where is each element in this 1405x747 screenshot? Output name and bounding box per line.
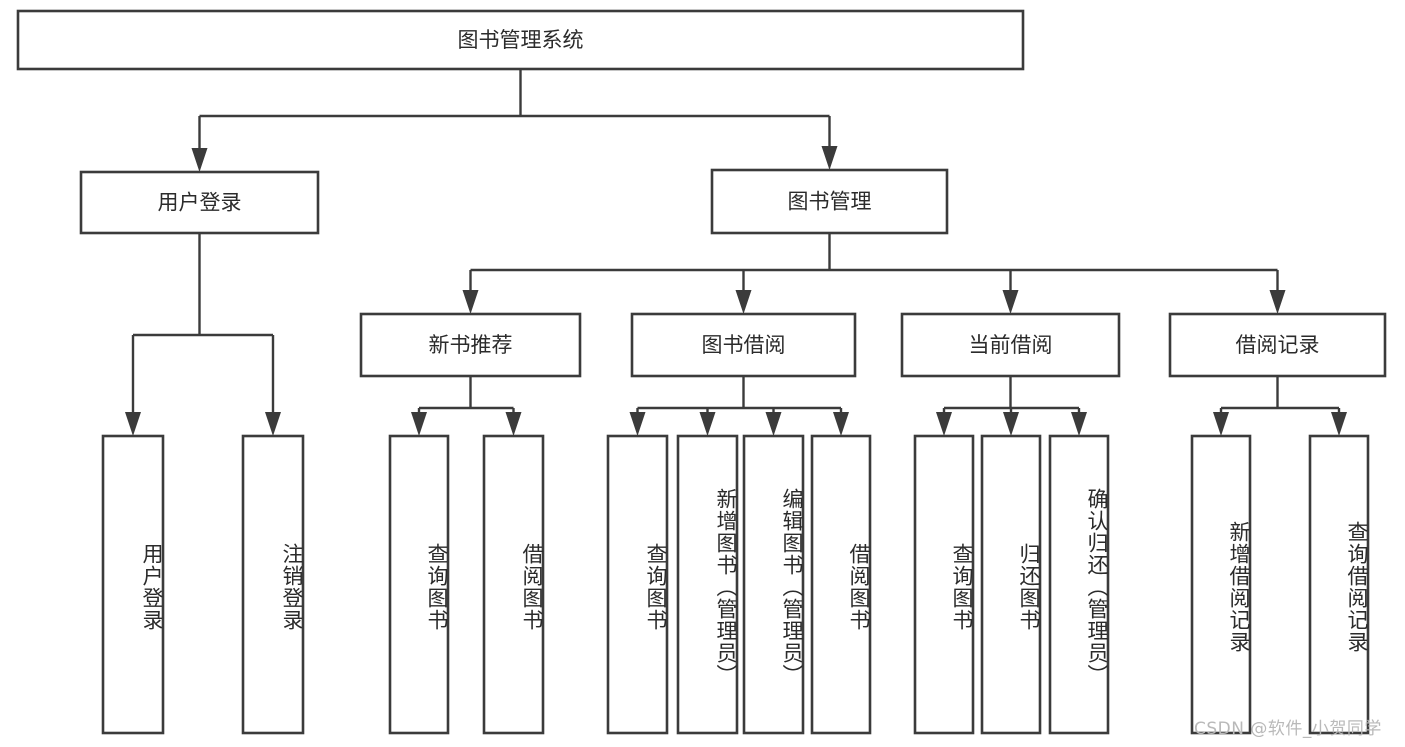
node-new-book-rec[interactable] <box>359 312 582 378</box>
arrow-head-leaf-confirm-return <box>1071 412 1087 436</box>
node-leaf-query-book-bb[interactable] <box>606 434 669 735</box>
node-leaf-confirm-return[interactable] <box>1048 434 1110 735</box>
node-leaf-add-book[interactable] <box>676 434 739 735</box>
arrow-head-current-borrow <box>1002 290 1019 314</box>
arrow-head-leaf-add-book <box>699 412 716 436</box>
node-book-borrow[interactable] <box>630 312 857 378</box>
arrow-head-leaf-return-book <box>1003 412 1019 436</box>
node-borrow-record[interactable] <box>1168 312 1387 378</box>
node-leaf-edit-book[interactable] <box>742 434 805 735</box>
arrow-head-leaf-borrow-book-bb <box>833 412 849 436</box>
arrow-head-book-borrow <box>735 290 752 314</box>
arrow-head-leaf-borrow-book-rec <box>505 412 522 436</box>
node-new-book-rec-label: 新书推荐 <box>429 333 513 357</box>
arrow-head-borrow-record <box>1269 290 1286 314</box>
arrow-head-leaf-logout <box>265 412 281 436</box>
node-root-label: 图书管理系统 <box>458 28 584 52</box>
node-leaf-return-book[interactable] <box>980 434 1042 735</box>
csdn-watermark: CSDN @软件_小贺同学 <box>1194 719 1382 739</box>
arrow-head-leaf-add-record <box>1213 412 1229 436</box>
node-leaf-add-record[interactable] <box>1190 434 1252 735</box>
node-book-borrow-label: 图书借阅 <box>702 333 786 357</box>
node-leaf-query-record[interactable] <box>1308 434 1370 735</box>
arrow-head-leaf-query-book-cb <box>936 412 952 436</box>
arrow-head-leaf-user-login <box>125 412 141 436</box>
node-user-login-label: 用户登录 <box>158 191 242 215</box>
node-leaf-logout[interactable] <box>241 434 305 735</box>
node-box-layer <box>16 9 1387 735</box>
node-book-manage-label: 图书管理 <box>788 190 872 214</box>
arrow-head-leaf-query-book-rec <box>411 412 427 436</box>
node-leaf-query-book-rec[interactable] <box>388 434 450 735</box>
connector-layer <box>125 69 1347 436</box>
arrow-head-user-login <box>191 148 208 172</box>
node-root[interactable] <box>16 9 1025 71</box>
arrow-head-book-manage <box>821 146 838 170</box>
node-leaf-borrow-book-bb[interactable] <box>810 434 872 735</box>
arrow-head-leaf-query-book-bb <box>629 412 646 436</box>
node-user-login[interactable] <box>79 170 320 235</box>
node-leaf-query-book-cb[interactable] <box>913 434 975 735</box>
node-leaf-user-login[interactable] <box>101 434 165 735</box>
node-current-borrow-label: 当前借阅 <box>969 333 1053 357</box>
arrow-head-leaf-edit-book <box>765 412 782 436</box>
arrow-head-new-book-rec <box>462 290 479 314</box>
node-book-manage[interactable] <box>710 168 949 235</box>
node-borrow-record-label: 借阅记录 <box>1236 333 1320 357</box>
arrow-head-leaf-query-record <box>1331 412 1347 436</box>
node-leaf-borrow-book-rec[interactable] <box>482 434 545 735</box>
node-current-borrow[interactable] <box>900 312 1121 378</box>
